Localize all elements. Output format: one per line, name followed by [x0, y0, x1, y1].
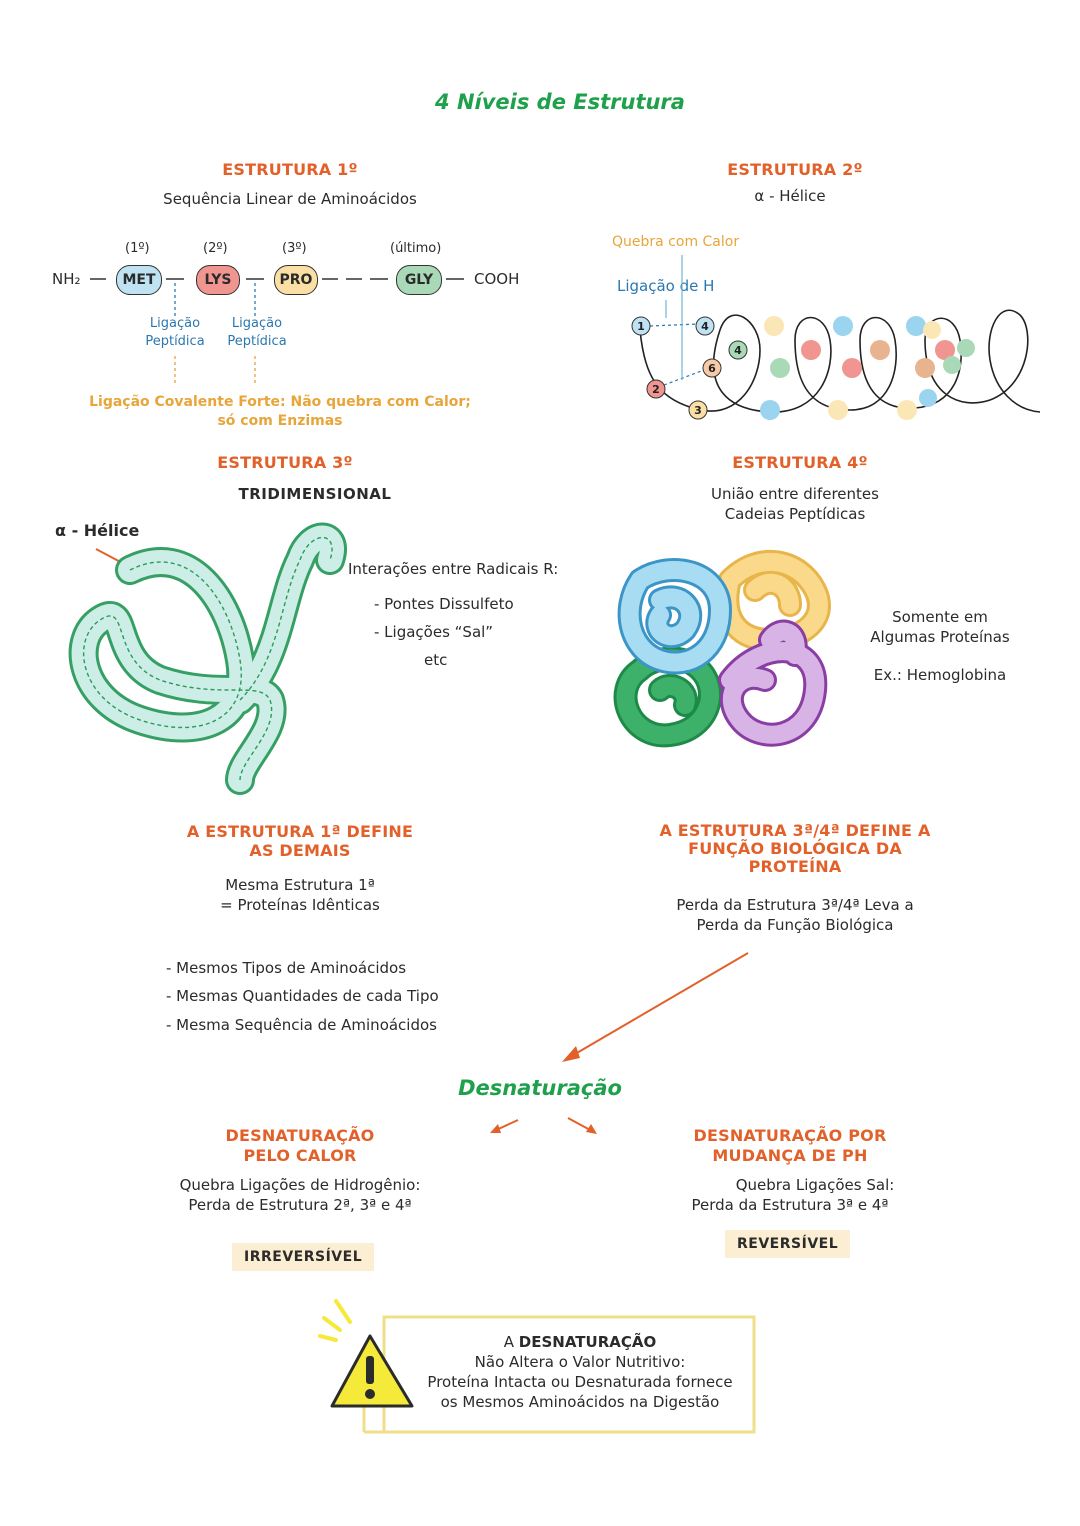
- warning-line-4: os Mesmos Aminoácidos na Digestão: [440, 1393, 720, 1411]
- ph-heading-1: DESNATURAÇÃO POR: [693, 1126, 887, 1145]
- page-title: 4 Níveis de Estrutura: [435, 90, 685, 114]
- define-right-heading-3: PROTEÍNA: [748, 857, 842, 876]
- ph-heading-2: MUDANÇA DE PH: [712, 1146, 868, 1165]
- quaternary-subtitle-2: Cadeias Peptídicas: [724, 505, 866, 523]
- interaction-disulfide: - Pontes Dissulfeto: [374, 595, 514, 613]
- secondary-heading: ESTRUTURA 2º: [727, 160, 863, 179]
- quaternary-subtitle-1: União entre diferentes: [711, 485, 879, 503]
- position-3: (3º): [282, 241, 307, 256]
- define-left-bullet-1: - Mesmos Tipos de Aminoácidos: [166, 959, 407, 977]
- covalent-note-1: Ligação Covalente Forte: Não quebra com …: [89, 394, 471, 410]
- interaction-etc: etc: [424, 651, 448, 669]
- define-left-text-1: Mesma Estrutura 1ª: [225, 876, 375, 894]
- interaction-salt: - Ligações “Sal”: [374, 623, 494, 641]
- define-right-heading-2: FUNÇÃO BIOLÓGICA DA: [688, 839, 902, 858]
- quaternary-note-1: Somente em: [892, 608, 988, 626]
- secondary-subtitle: α - Hélice: [754, 187, 826, 205]
- position-2: (2º): [203, 241, 228, 256]
- heat-text-2: Perda de Estrutura 2ª, 3ª e 4ª: [188, 1196, 412, 1214]
- nh2-label: NH₂: [52, 270, 81, 288]
- primary-heading: ESTRUTURA 1º: [222, 160, 358, 179]
- aminoacid-gly: GLY: [396, 265, 442, 295]
- interactions-title: Interações entre Radicais R:: [348, 560, 559, 578]
- aminoacid-pro: PRO: [274, 265, 318, 295]
- peptide-bond-label-2b: Peptídica: [227, 334, 287, 349]
- helix-num-1: 1: [637, 320, 645, 333]
- helix-num-3: 3: [694, 404, 702, 417]
- heat-heading-2: PELO CALOR: [243, 1146, 357, 1165]
- reversible-badge: REVERSÍVEL: [725, 1230, 851, 1258]
- hbond-label: Ligação de H: [617, 277, 715, 295]
- define-left-bullet-3: - Mesma Sequência de Aminoácidos: [166, 1016, 437, 1034]
- helix-num-2: 2: [652, 383, 660, 396]
- primary-subtitle: Sequência Linear de Aminoácidos: [163, 190, 417, 208]
- quaternary-example: Ex.: Hemoglobina: [873, 666, 1007, 684]
- denaturation-title: Desnaturação: [458, 1076, 622, 1100]
- helix-num-4b: 4: [734, 344, 742, 357]
- heat-heading-1: DESNATURAÇÃO: [225, 1126, 375, 1145]
- aminoacid-met: MET: [116, 265, 162, 295]
- ph-text-2: Perda da Estrutura 3ª e 4ª: [691, 1196, 889, 1214]
- warning-line-3: Proteína Intacta ou Desnaturada fornece: [427, 1373, 733, 1391]
- tertiary-helix-label: α - Hélice: [55, 521, 140, 540]
- tertiary-heading: ESTRUTURA 3º: [217, 453, 353, 472]
- define-left-heading-1: A ESTRUTURA 1ª DEFINE: [186, 822, 414, 841]
- define-left-text-2: = Proteínas Idênticas: [220, 896, 380, 914]
- position-1: (1º): [125, 241, 150, 256]
- cooh-label: COOH: [474, 270, 520, 288]
- tertiary-subtitle: TRIDIMENSIONAL: [238, 485, 392, 503]
- quaternary-heading: ESTRUTURA 4º: [732, 453, 868, 472]
- position-last: (último): [390, 241, 442, 256]
- define-left-bullet-2: - Mesmas Quantidades de cada Tipo: [166, 987, 439, 1005]
- helix-num-4a: 4: [701, 320, 709, 333]
- helix-num-6: 6: [708, 362, 716, 375]
- warning-icon: [330, 1334, 414, 1408]
- quaternary-note-2: Algumas Proteínas: [870, 628, 1010, 646]
- warning-prefix: A: [503, 1333, 519, 1351]
- warning-line-1: A DESNATURAÇÃO: [400, 1333, 760, 1351]
- peptide-bond-label-1a: Ligação: [149, 316, 201, 331]
- irreversible-badge: IRREVERSÍVEL: [232, 1243, 375, 1271]
- heat-break-label: Quebra com Calor: [612, 234, 740, 250]
- ph-text-1: Quebra Ligações Sal:: [735, 1176, 895, 1194]
- define-right-text-1: Perda da Estrutura 3ª/4ª Leva a: [676, 896, 914, 914]
- aminoacid-lys: LYS: [196, 265, 240, 295]
- define-right-text-2: Perda da Função Biológica: [696, 916, 894, 934]
- warning-line-2: Não Altera o Valor Nutritivo:: [474, 1353, 686, 1371]
- define-left-heading-2: AS DEMAIS: [249, 841, 351, 860]
- warning-bold: DESNATURAÇÃO: [518, 1333, 657, 1351]
- peptide-bond-label-2a: Ligação: [231, 316, 283, 331]
- covalent-note-2: só com Enzimas: [217, 413, 343, 429]
- heat-text-1: Quebra Ligações de Hidrogênio:: [179, 1176, 421, 1194]
- define-right-heading-1: A ESTRUTURA 3ª/4ª DEFINE A: [659, 821, 931, 840]
- peptide-bond-label-1b: Peptídica: [145, 334, 205, 349]
